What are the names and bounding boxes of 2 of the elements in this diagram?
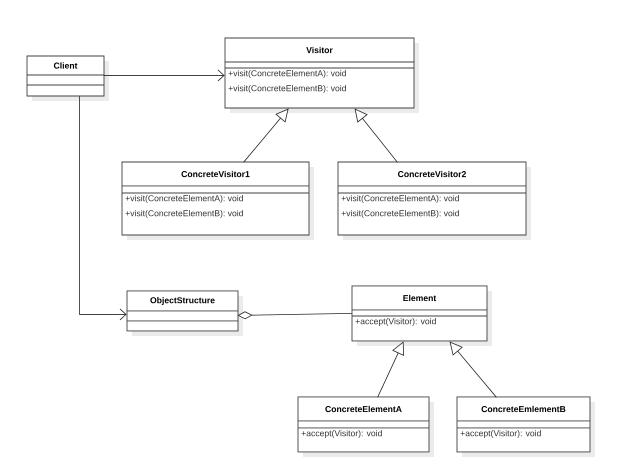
arrow [79, 96, 127, 320]
arrow [103, 70, 225, 82]
